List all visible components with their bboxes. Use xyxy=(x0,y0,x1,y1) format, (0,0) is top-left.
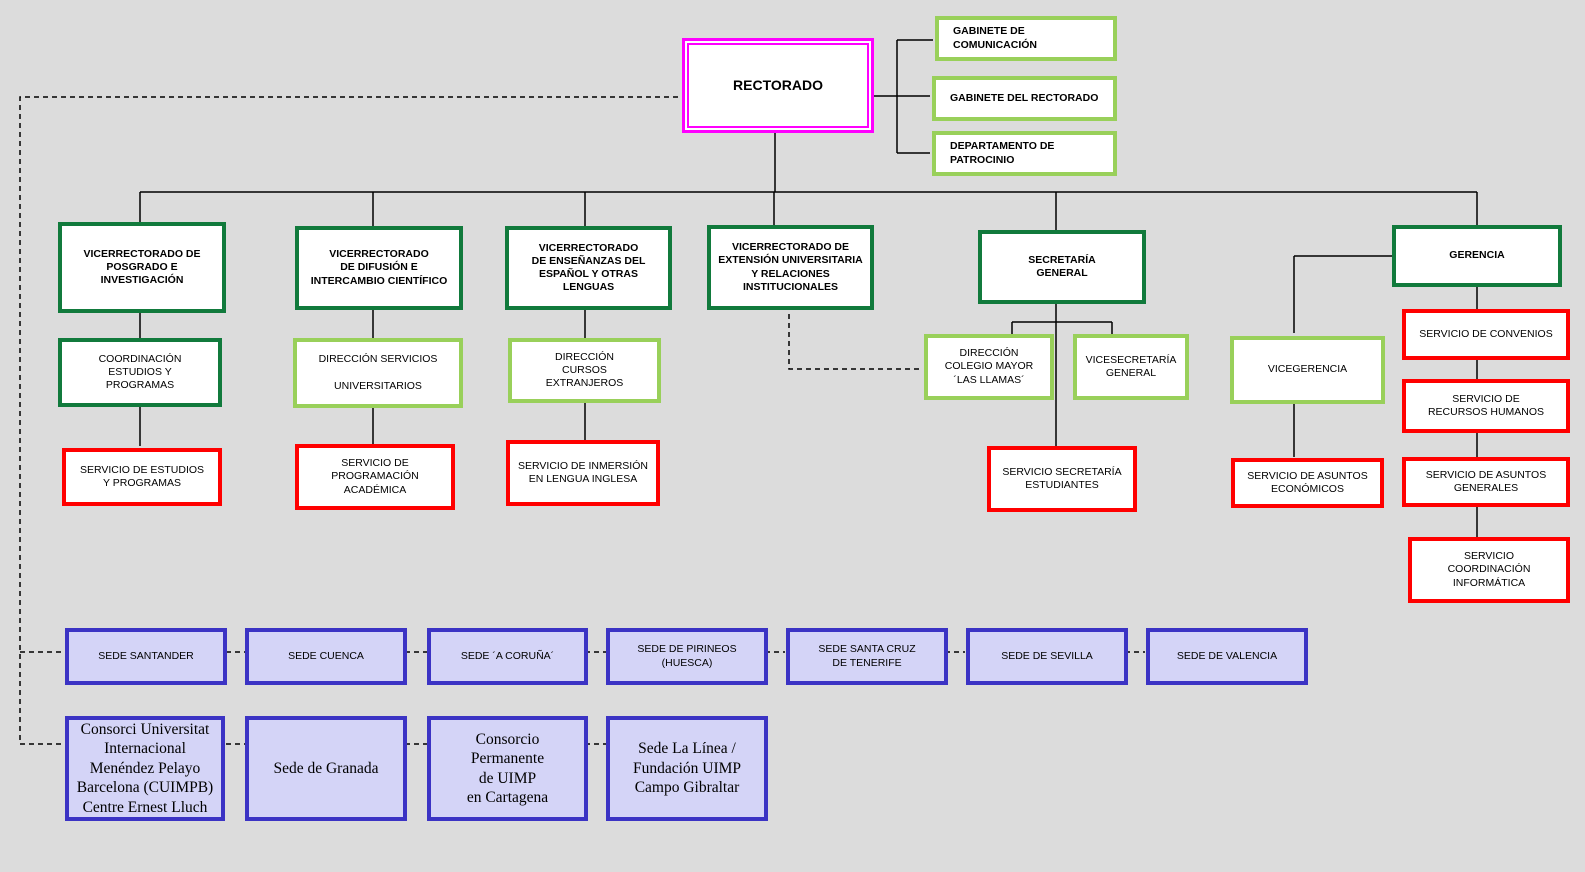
coordinacion-estudios-box: COORDINACIÓN ESTUDIOS Y PROGRAMAS xyxy=(58,338,222,407)
direccion-servicios-box: DIRECCIÓN SERVICIOS UNIVERSITARIOS xyxy=(293,338,463,408)
vicerrectorado-posgrado-box: VICERRECTORADO DE POSGRADO E INVESTIGACI… xyxy=(58,222,226,313)
secretaria-general-box: SECRETARÍA GENERAL xyxy=(978,230,1146,304)
gerencia-box: GERENCIA xyxy=(1392,225,1562,287)
servicio-recursos-humanos-box: SERVICIO DE RECURSOS HUMANOS xyxy=(1402,379,1570,433)
sede-cuenca-box: SEDE CUENCA xyxy=(245,628,407,685)
sede-valencia-box: SEDE DE VALENCIA xyxy=(1146,628,1308,685)
servicio-convenios-box: SERVICIO DE CONVENIOS xyxy=(1402,309,1570,360)
vicerrectorado-extension-box: VICERRECTORADO DE EXTENSIÓN UNIVERSITARI… xyxy=(707,225,874,310)
sede-granada-box: Sede de Granada xyxy=(245,716,407,821)
gabinete-rectorado-box: GABINETE DEL RECTORADO xyxy=(932,76,1117,121)
direccion-cursos-box: DIRECCIÓN CURSOS EXTRANJEROS xyxy=(508,338,661,403)
servicio-asuntos-generales-box: SERVICIO DE ASUNTOS GENERALES xyxy=(1402,457,1570,507)
consorcio-cartagena-box: Consorcio Permanente de UIMP en Cartagen… xyxy=(427,716,588,821)
vicerrectorado-difusion-box: VICERRECTORADO DE DIFUSIÓN E INTERCAMBIO… xyxy=(295,226,463,310)
servicio-programacion-box: SERVICIO DE PROGRAMACIÓN ACADÉMICA xyxy=(295,444,455,510)
vicegerencia-box: VICEGERENCIA xyxy=(1230,336,1385,404)
servicio-estudios-box: SERVICIO DE ESTUDIOS Y PROGRAMAS xyxy=(62,448,222,506)
gabinete-comunicacion-box: GABINETE DE COMUNICACIÓN xyxy=(935,16,1117,61)
vicesecretaria-box: VICESECRETARÍA GENERAL xyxy=(1073,334,1189,400)
sede-sevilla-box: SEDE DE SEVILLA xyxy=(966,628,1128,685)
sede-santander-box: SEDE SANTANDER xyxy=(65,628,227,685)
servicio-asuntos-economicos-box: SERVICIO DE ASUNTOS ECONÓMICOS xyxy=(1231,458,1384,508)
servicio-secretaria-estudiantes-box: SERVICIO SECRETARÍA ESTUDIANTES xyxy=(987,446,1137,512)
servicio-inmersion-box: SERVICIO DE INMERSIÓN EN LENGUA INGLESA xyxy=(506,440,660,506)
servicio-coordinacion-informatica-box: SERVICIO COORDINACIÓN INFORMÁTICA xyxy=(1408,537,1570,603)
sede-la-linea-box: Sede La Línea / Fundación UIMP Campo Gib… xyxy=(606,716,768,821)
rectorado-box: RECTORADO xyxy=(682,38,874,133)
sede-a-coruna-box: SEDE ´A CORUÑA´ xyxy=(427,628,588,685)
sede-tenerife-box: SEDE SANTA CRUZ DE TENERIFE xyxy=(786,628,948,685)
colegio-mayor-box: DIRECCIÓN COLEGIO MAYOR ´LAS LLAMAS´ xyxy=(924,334,1054,400)
departamento-patrocinio-box: DEPARTAMENTO DE PATROCINIO xyxy=(932,131,1117,176)
sede-pirineos-box: SEDE DE PIRINEOS (HUESCA) xyxy=(606,628,768,685)
vicerrectorado-espanol-box: VICERRECTORADO DE ENSEÑANZAS DEL ESPAÑOL… xyxy=(505,226,672,310)
consorci-cuimpb-box: Consorci Universitat Internacional Menén… xyxy=(65,716,225,821)
